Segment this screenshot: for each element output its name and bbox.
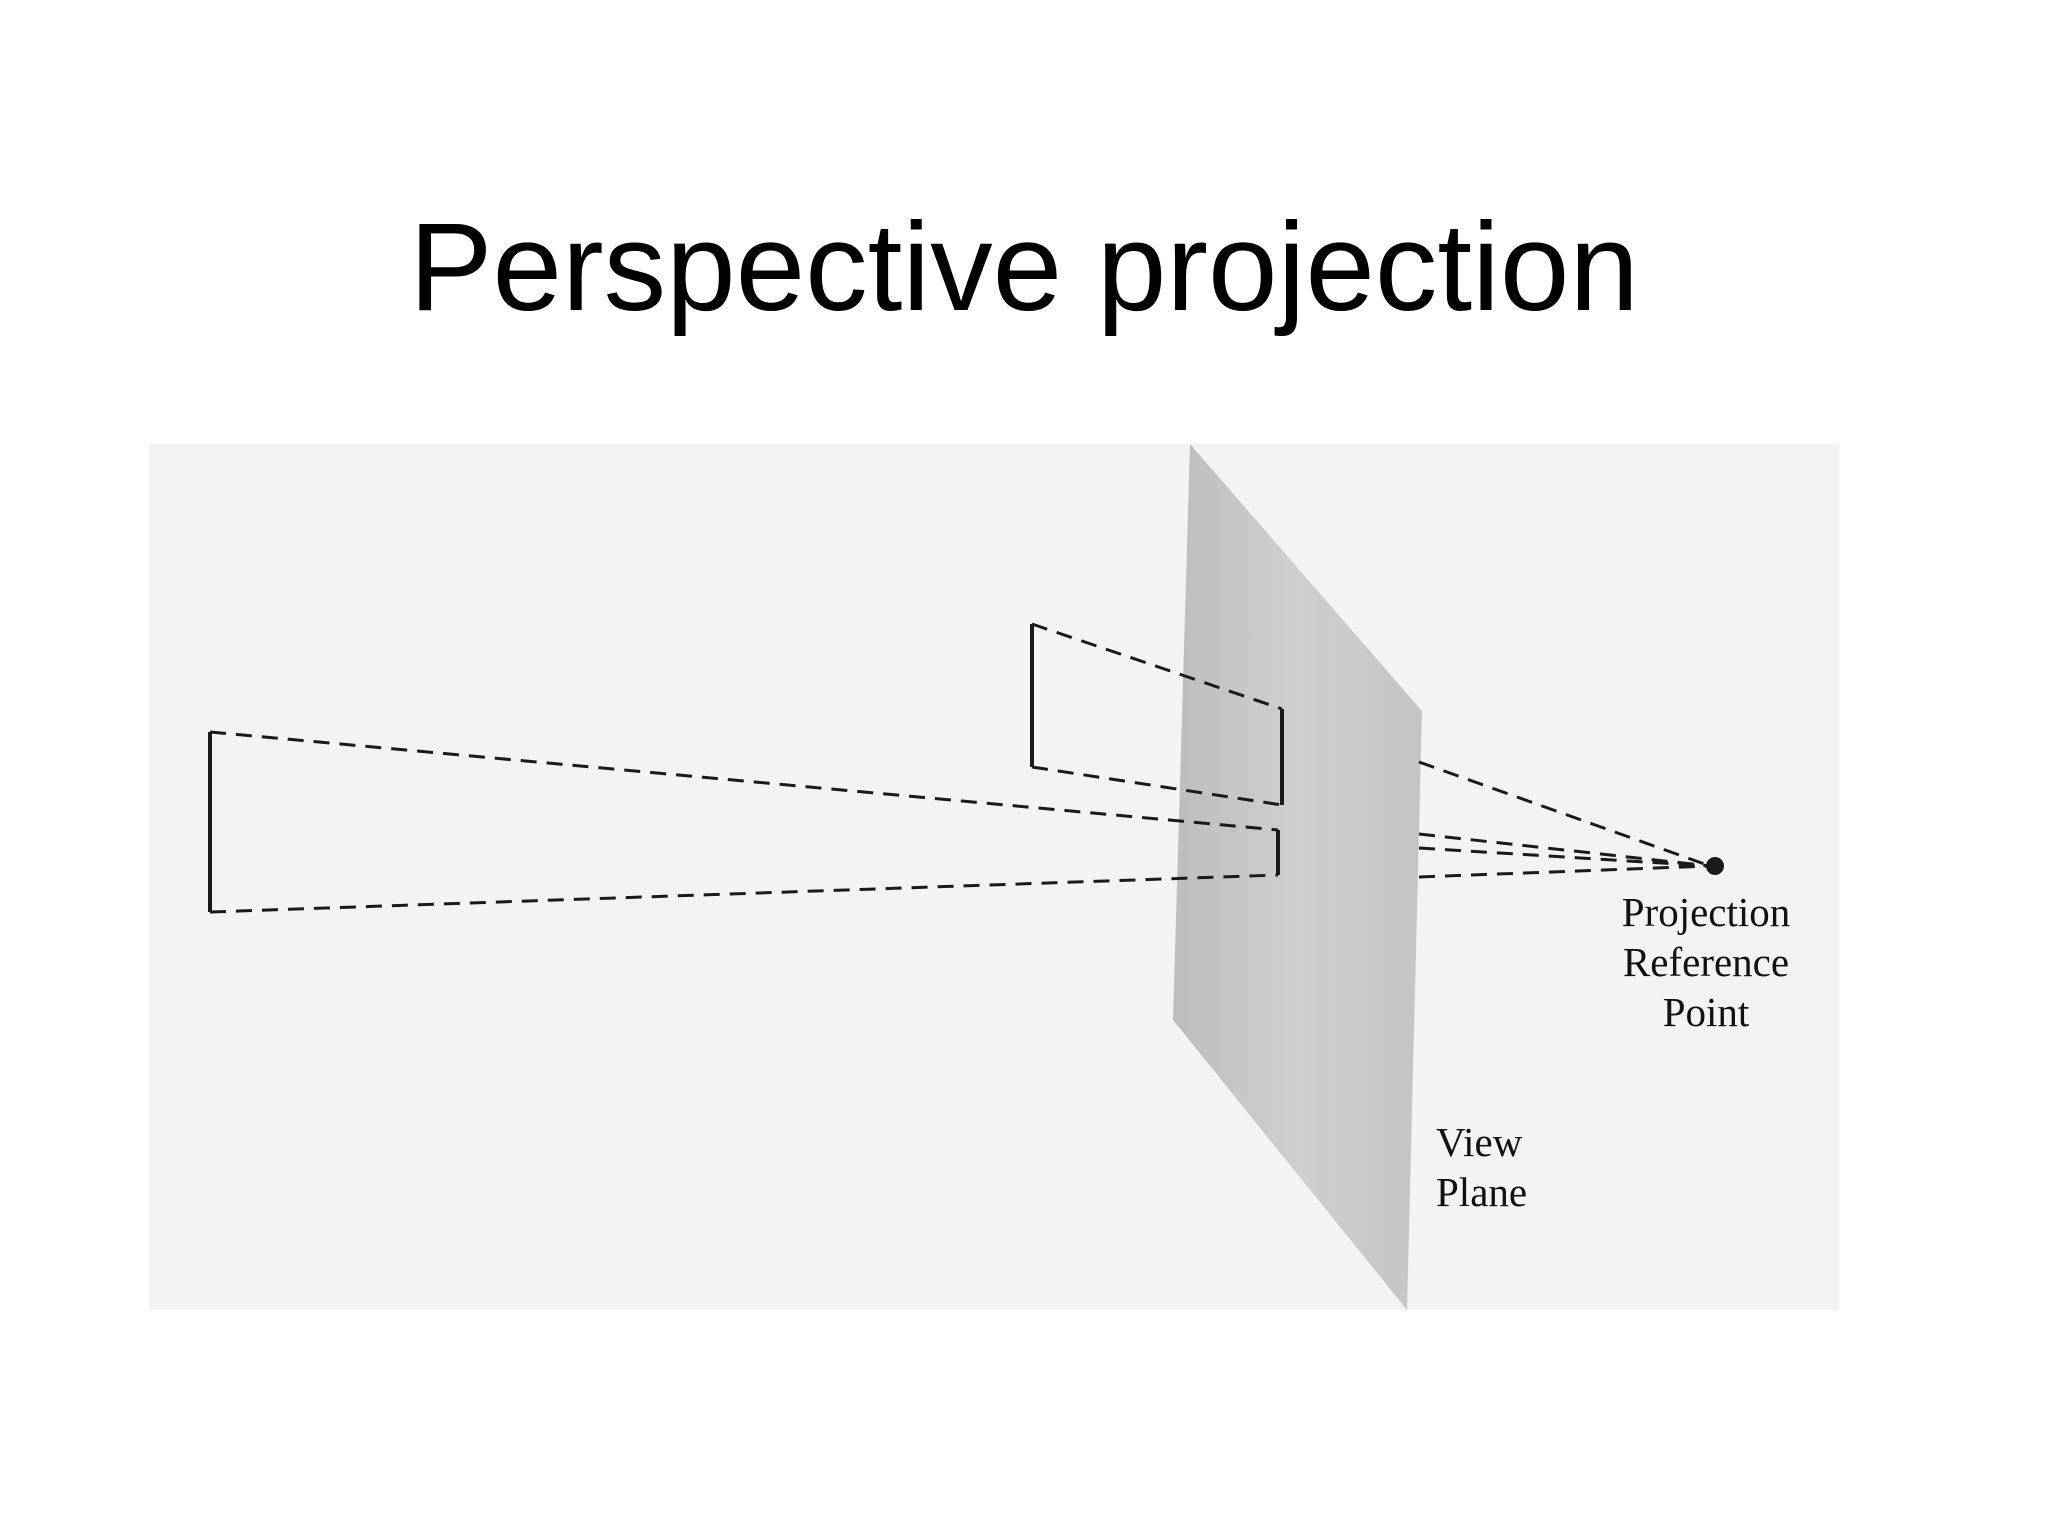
projector-far-top-continuation — [1418, 846, 1711, 868]
perspective-diagram: Projection Reference Point View Plane — [149, 444, 1839, 1310]
projector-far-top — [209, 730, 1279, 832]
projector-far-bottom-continuation — [1418, 864, 1711, 879]
view-plane — [1173, 444, 1422, 1310]
view-plane-label-line2: Plane — [1436, 1169, 1527, 1215]
projector-far-bottom — [209, 873, 1279, 914]
projection-reference-point — [1706, 857, 1724, 875]
slide-title: Perspective projection — [409, 198, 1639, 337]
view-plane-label-line1: View — [1436, 1119, 1523, 1165]
diagram-canvas: Projection Reference Point View Plane — [149, 444, 1839, 1310]
prp-label-line3: Point — [1663, 989, 1750, 1035]
prp-label-line1: Projection — [1622, 889, 1791, 935]
projector-near-bottom — [1031, 765, 1283, 807]
projector-near-bottom-continuation — [1418, 832, 1711, 868]
prp-label-line2: Reference — [1623, 939, 1789, 985]
figure-background — [149, 444, 1839, 1310]
projector-near-top — [1031, 622, 1283, 711]
